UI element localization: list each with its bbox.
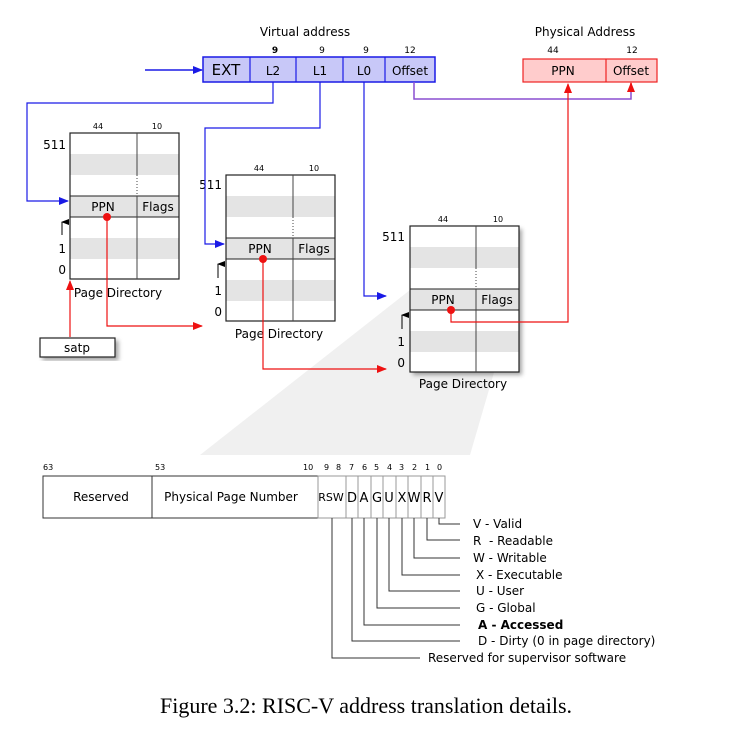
pte-field-rsw: RSW [318,491,344,504]
pte-field-v: V [435,491,444,506]
bit-53: 53 [155,463,165,472]
pte-field-reserved: Reserved [73,490,129,504]
pd1-bits-flags: 10 [152,122,162,131]
pte-field-g: G [372,491,382,506]
page-directory-2 [225,174,336,322]
pd2-ppn-label: PPN [248,242,271,256]
pd2-title: Page Directory [235,327,323,341]
pte-field-r: R [422,491,431,506]
pd1-ppn-dot [103,213,111,221]
legend-valid: V - Valid [473,517,522,531]
pte-bit-positions: 63 53 10 9 8 7 6 5 4 3 2 1 0 [43,463,442,472]
page-directory-1 [69,132,180,280]
pd2-bits-ppn: 44 [254,164,264,173]
pd1-bits-ppn: 44 [93,122,103,131]
va-field-l1: L1 [313,64,327,78]
pd2-ppn-dot [259,255,267,263]
legend-writable: W - Writable [473,551,547,565]
pd2-index-511: 511 [199,178,222,192]
pte-legend: V - Valid R - Readable W - Writable X - … [428,517,655,665]
pd2-index-1: 1 [214,284,222,298]
satp-register [39,337,116,358]
satp-label: satp [64,341,90,355]
legend-rsw: Reserved for supervisor software [428,651,626,665]
pd1-index-0: 0 [58,263,66,277]
pte-field-ppn: Physical Page Number [164,490,298,504]
virtual-address-title: Virtual address [260,25,350,39]
pa-field-ppn: PPN [551,64,574,78]
pd2-bits-flags: 10 [309,164,319,173]
pd3-ppn-pointer [450,83,572,323]
pd3-bits-flags: 10 [493,215,503,224]
pa-field-offset: Offset [613,64,649,78]
bit-7: 7 [349,463,354,472]
va-bits-l0: 9 [363,46,369,56]
legend-accessed: A - Accessed [478,618,563,632]
legend-user: U - User [476,584,524,598]
pd3-ppn-label: PPN [431,293,454,307]
va-field-l2: L2 [266,64,280,78]
pte-register [42,475,446,519]
pte-field-w: W [408,491,421,506]
pd3-flags-label: Flags [481,293,512,307]
pd1-ppn-label: PPN [91,200,114,214]
pd1-flags-label: Flags [142,200,173,214]
offset-pointer [413,82,632,100]
pd3-title: Page Directory [419,377,507,391]
va-field-ext: EXT [212,61,241,79]
pd3-index-511: 511 [382,230,405,244]
pd1-index-1: 1 [58,242,66,256]
legend-dirty: D - Dirty (0 in page directory) [478,634,655,648]
bit-3: 3 [399,463,404,472]
virtual-address-register [202,56,436,83]
pte-field-x: X [398,491,407,506]
pd2-ppn-pointer [262,260,387,373]
l2-index-pointer [26,82,274,205]
pd3-index-0: 0 [397,356,405,370]
bit-10: 10 [303,463,313,472]
va-bits-l1: 9 [319,46,325,56]
bit-1: 1 [425,463,430,472]
pte-field-d: D [347,491,357,506]
pd1-ppn-pointer [106,218,203,330]
pte-field-a: A [360,491,369,506]
pd3-ppn-dot [447,306,455,314]
pte-field-u: U [384,491,394,506]
va-field-offset: Offset [392,64,428,78]
va-bits-l2: 9 [272,46,278,56]
pd2-index-0: 0 [214,305,222,319]
figure-caption: Figure 3.2: RISC-V address translation d… [159,693,573,718]
pa-bits-offset: 12 [626,46,637,56]
page-directory-3-grid [409,225,520,373]
pd3-bits-ppn: 44 [438,215,448,224]
bit-2: 2 [412,463,417,472]
bit-63: 63 [43,463,53,472]
legend-global: G - Global [476,601,536,615]
va-bits-offset: 12 [404,46,415,56]
address-translation-diagram: Virtual address EXT L2 L1 L0 Offset 9 9 … [26,25,658,665]
legend-executable: X - Executable [476,568,562,582]
bit-5: 5 [374,463,379,472]
pa-bits-ppn: 44 [547,46,559,56]
l1-index-pointer [204,82,321,248]
bit-0: 0 [437,463,442,472]
bit-6: 6 [362,463,367,472]
l0-index-pointer [363,82,387,300]
pd2-flags-label: Flags [298,242,329,256]
pd3-index-1: 1 [397,335,405,349]
bit-4: 4 [387,463,392,472]
bit-8: 8 [336,463,341,472]
pd1-title: Page Directory [74,286,162,300]
pte-leader-lines [331,518,460,659]
bit-9: 9 [324,463,329,472]
physical-address-register [522,58,658,83]
pd1-index-511: 511 [43,138,66,152]
physical-address-title: Physical Address [535,25,635,39]
legend-readable: R - Readable [473,534,553,548]
va-field-l0: L0 [357,64,371,78]
